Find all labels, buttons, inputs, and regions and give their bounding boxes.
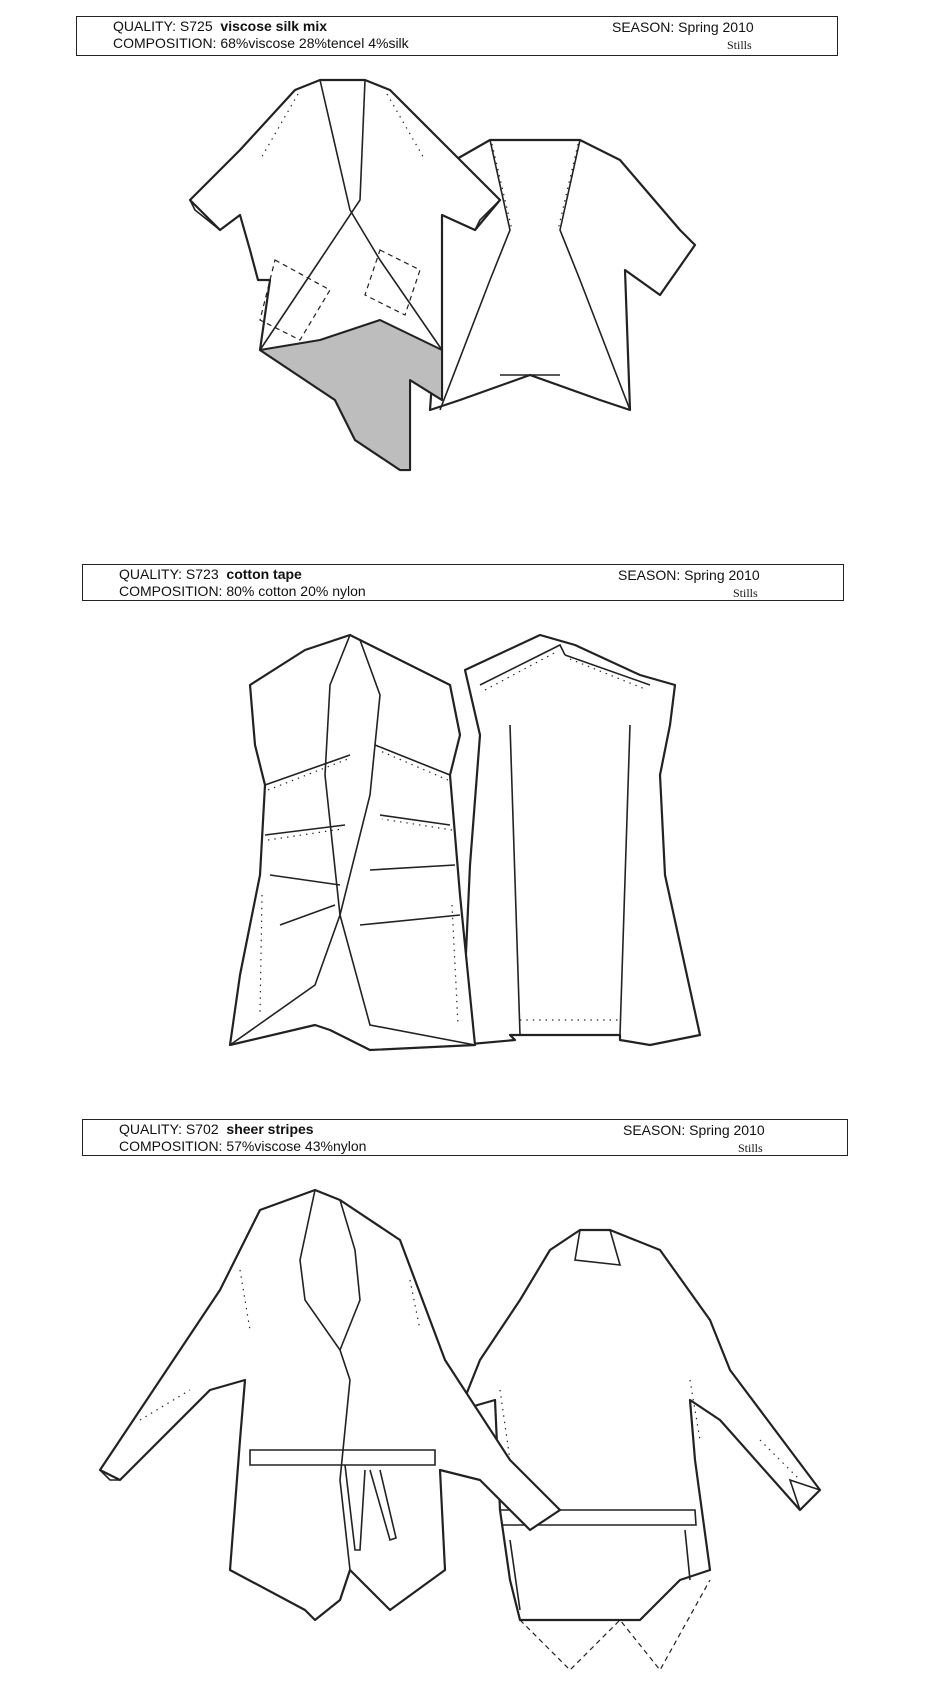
composition-label: COMPOSITION: [113,35,217,51]
front-view-s702 [98,1188,562,1622]
composition-value: 68%viscose 28%tencel 4%silk [220,35,409,51]
quality-name: viscose silk mix [220,18,328,34]
spec-header-s723: QUALITY: S723 cotton tape COMPOSITION: 8… [82,564,844,601]
back-view-s702 [458,1228,822,1672]
season-label: SEASON: [612,19,675,35]
front-view-s725 [188,78,502,472]
composition-line: COMPOSITION: 57%viscose 43%nylon [119,1138,366,1154]
quality-line: QUALITY: S702 sheer stripes [119,1121,314,1137]
season-value: Spring 2010 [689,1122,765,1138]
composition-line: COMPOSITION: 68%viscose 28%tencel 4%silk [113,35,409,51]
quality-code: S702 [185,1121,219,1137]
composition-label: COMPOSITION: [119,583,223,599]
season-line: SEASON: Spring 2010 [618,567,760,583]
garment-sketch-s702 [98,1188,822,1672]
quality-code: S723 [185,566,219,582]
back-view-s723 [458,633,702,1047]
quality-code: S725 [179,18,213,34]
garment-sketch-s723 [228,633,702,1052]
quality-name: sheer stripes [226,1121,314,1137]
season-label: SEASON: [618,567,681,583]
quality-label: QUALITY: [113,18,177,34]
stills-label: Stills [727,38,752,52]
stills-label: Stills [733,586,758,600]
composition-value: 80% cotton 20% nylon [226,583,366,599]
composition-label: COMPOSITION: [119,1138,223,1154]
garment-sketch-s725 [188,78,697,472]
season-line: SEASON: Spring 2010 [623,1122,765,1138]
quality-line: QUALITY: S725 viscose silk mix [113,18,327,34]
quality-name: cotton tape [226,566,302,582]
quality-label: QUALITY: [119,1121,183,1137]
season-value: Spring 2010 [684,567,760,583]
spec-header-s725: QUALITY: S725 viscose silk mix COMPOSITI… [76,16,838,56]
quality-line: QUALITY: S723 cotton tape [119,566,302,582]
season-value: Spring 2010 [678,19,754,35]
composition-line: COMPOSITION: 80% cotton 20% nylon [119,583,366,599]
stills-label: Stills [738,1141,763,1155]
season-label: SEASON: [623,1122,686,1138]
front-view-s723 [228,633,477,1052]
composition-value: 57%viscose 43%nylon [226,1138,367,1154]
season-line: SEASON: Spring 2010 [612,19,754,35]
spec-header-s702: QUALITY: S702 sheer stripes COMPOSITION:… [82,1119,848,1156]
quality-label: QUALITY: [119,566,183,582]
